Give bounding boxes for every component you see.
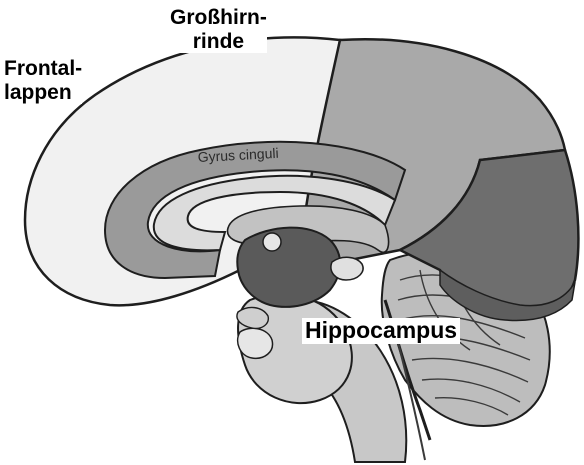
hippocampus-label: Hippocampus bbox=[302, 318, 460, 344]
grosshirnrinde-line1: Großhirn- bbox=[170, 6, 267, 30]
interthalamic-adhesion bbox=[263, 233, 281, 251]
frontallappen-line1: Frontal- bbox=[4, 57, 82, 81]
pineal-region bbox=[331, 257, 363, 280]
grosshirnrinde-line2: rinde bbox=[170, 30, 267, 54]
thalamus bbox=[237, 228, 340, 307]
frontallappen-label: Frontal- lappen bbox=[4, 57, 82, 104]
pituitary bbox=[238, 328, 273, 358]
frontallappen-line2: lappen bbox=[4, 81, 82, 105]
grosshirnrinde-label: Großhirn- rinde bbox=[170, 6, 267, 53]
